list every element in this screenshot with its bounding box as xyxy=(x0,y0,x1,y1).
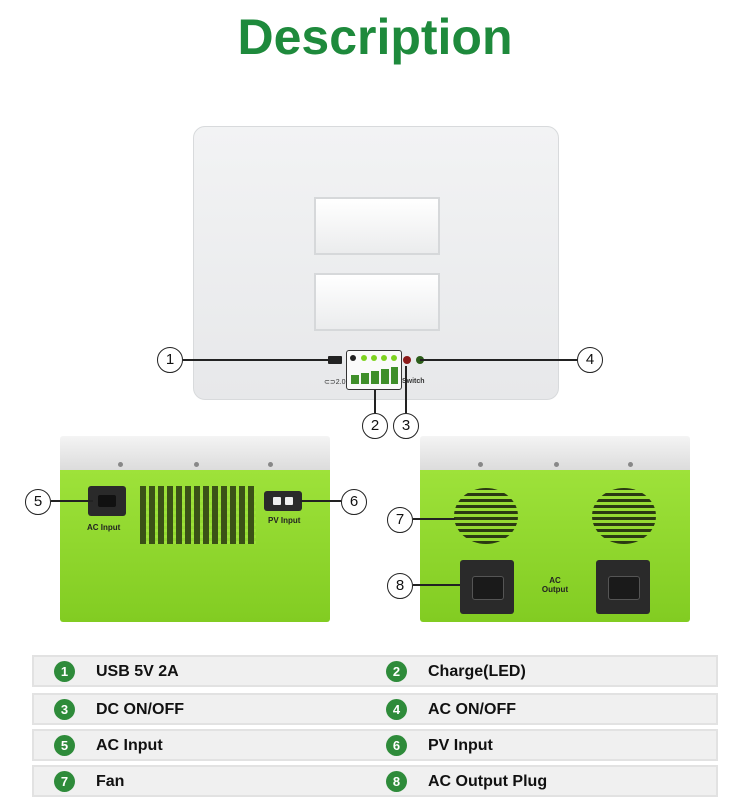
page-title: Description xyxy=(237,9,513,65)
ac-input-device-label: AC Input xyxy=(87,523,121,532)
callout-line xyxy=(420,359,577,361)
ac-output-plug xyxy=(460,560,514,614)
legend-label: USB 5V 2A xyxy=(96,663,179,680)
device-top-view: Switch ⊂⊃2.0 xyxy=(193,126,559,400)
switch-label: Switch xyxy=(402,378,425,385)
badge-icon: 5 xyxy=(54,735,75,756)
legend-label: PV Input xyxy=(428,737,493,754)
legend-label: AC Output Plug xyxy=(428,773,548,790)
badge-icon: 3 xyxy=(54,699,75,720)
legend-label: AC Input xyxy=(96,737,163,754)
callout-line xyxy=(183,359,328,361)
device-back-view: AC Input PV Input xyxy=(60,436,330,622)
legend-row: 1 USB 5V 2A 2 Charge(LED) xyxy=(32,655,718,687)
legend-row: 5 AC Input 6 PV Input xyxy=(32,729,718,761)
ac-output-plug xyxy=(596,560,650,614)
callout-line xyxy=(51,500,93,502)
legend-row: 3 DC ON/OFF 4 AC ON/OFF xyxy=(32,693,718,725)
top-window xyxy=(314,197,440,255)
badge-icon: 6 xyxy=(386,735,407,756)
callout-6: 6 xyxy=(341,489,367,515)
badge-icon: 4 xyxy=(386,699,407,720)
link-icon: ⊂⊃ xyxy=(324,379,336,386)
vent-grille xyxy=(140,486,256,544)
legend-label: Fan xyxy=(96,773,125,790)
callout-line xyxy=(405,366,407,413)
callout-line xyxy=(413,584,460,586)
ac-output-device-label: AC Output xyxy=(541,576,569,594)
callout-7: 7 xyxy=(387,507,413,533)
legend-row: 7 Fan 8 AC Output Plug xyxy=(32,765,718,797)
pv-input-device-label: PV Input xyxy=(268,516,301,525)
callout-line xyxy=(413,518,455,520)
badge-icon: 8 xyxy=(386,771,407,792)
led-panel xyxy=(346,350,402,390)
callout-3: 3 xyxy=(393,413,419,439)
fan-icon xyxy=(454,488,518,544)
usb-version-label: ⊂⊃2.0 xyxy=(324,379,346,386)
callout-line xyxy=(300,500,341,502)
callout-1: 1 xyxy=(157,347,183,373)
callout-2: 2 xyxy=(362,413,388,439)
callout-4: 4 xyxy=(577,347,603,373)
legend-label: DC ON/OFF xyxy=(96,701,184,718)
badge-icon: 2 xyxy=(386,661,407,682)
device-front-view: AC Output xyxy=(420,436,690,622)
ac-input-socket xyxy=(88,486,126,516)
callout-8: 8 xyxy=(387,573,413,599)
callout-line xyxy=(374,390,376,413)
badge-icon: 1 xyxy=(54,661,75,682)
top-window xyxy=(314,273,440,331)
badge-icon: 7 xyxy=(54,771,75,792)
callout-5: 5 xyxy=(25,489,51,515)
pv-input-socket xyxy=(264,491,302,511)
dc-switch-button[interactable] xyxy=(403,356,411,364)
usb-port xyxy=(328,356,342,364)
legend-label: AC ON/OFF xyxy=(428,701,516,718)
legend-label: Charge(LED) xyxy=(428,663,526,680)
fan-icon xyxy=(592,488,656,544)
